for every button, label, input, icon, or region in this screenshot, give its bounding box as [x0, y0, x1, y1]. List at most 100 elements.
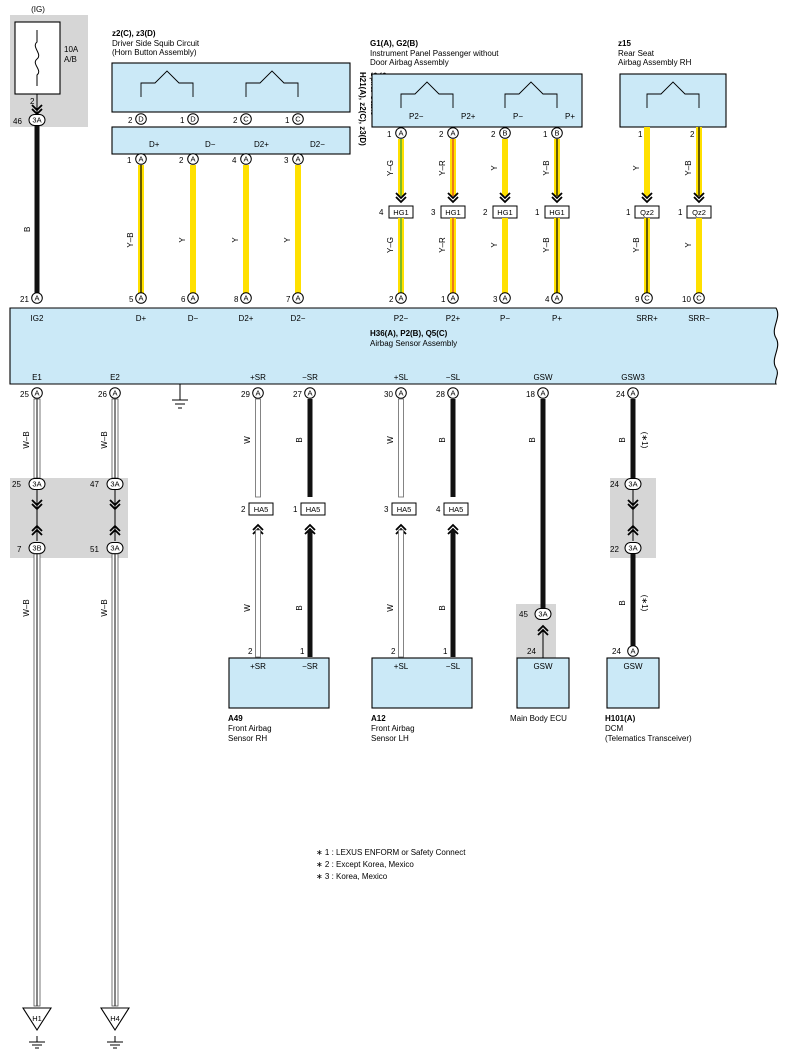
ecu-top-pin-2-letter: A — [190, 294, 195, 303]
h21-pin-circle-0-letter: A — [138, 155, 143, 164]
ecu-top-pin-10-letter: C — [696, 294, 702, 303]
z15-pin-1: 2 — [690, 130, 695, 139]
gsw-joint — [534, 608, 552, 620]
z2-title: z2(C), z3(D) — [112, 29, 156, 38]
ecu-top-pin-num-7: 3 — [493, 295, 498, 304]
ecu-desc: Airbag Sensor Assembly — [370, 339, 457, 348]
ecu-top-pin-5-letter: A — [398, 294, 403, 303]
pass-joint-3-code: HG1 — [549, 208, 564, 217]
wire-a12-bot-color-0: W — [386, 604, 395, 612]
wire-pass-bot-color-1: Y–R — [438, 237, 447, 253]
pass-joint-pin-2: 2 — [483, 208, 488, 217]
dcm-pin-circle-letter: A — [630, 647, 635, 656]
ecu-top-pin-8-letter: A — [554, 294, 559, 303]
ecu-top-label-3: D2+ — [239, 314, 254, 323]
fuse-conn-pin: 46 — [13, 117, 22, 126]
dcm-box — [606, 657, 660, 709]
fuse-connector-code: 3A — [32, 116, 41, 125]
z15-desc2: Airbag Assembly RH — [618, 58, 692, 67]
e1-joint-top — [28, 478, 46, 490]
z2-pin-circle-2 — [240, 113, 252, 125]
fuse-connector — [28, 114, 46, 126]
rear-joint-pin-1: 1 — [678, 208, 683, 217]
wire-pass-top-color-2: Y — [490, 165, 499, 171]
a49-joint-0-code: HA5 — [254, 505, 269, 514]
e2-joint-bot-pin: 51 — [90, 545, 99, 554]
dcm-pin-circle — [627, 645, 639, 657]
ecu-bot-pin-5-letter: A — [450, 389, 455, 398]
ecu-top-pin-num-10: 10 — [682, 295, 691, 304]
pass-joint-pin-3: 1 — [535, 208, 540, 217]
ecu-bot-pin-num-3: 27 — [293, 390, 302, 399]
ecu-top-label-6: P2+ — [446, 314, 461, 323]
e2-joint-bot-code: 3A — [110, 544, 119, 553]
ecu-bot-pin-3-letter: A — [307, 389, 312, 398]
pass-chevron-0 — [395, 192, 407, 204]
ecu-top-pin-6 — [447, 292, 459, 304]
z2-squib-1 — [140, 70, 194, 97]
wire-pass-bot-color-0: Y–G — [386, 237, 395, 253]
ecu-top-label-5: P2− — [394, 314, 409, 323]
gsw-joint-pin: 45 — [519, 610, 528, 619]
ecu-top-pin-7 — [499, 292, 511, 304]
ecu-top-pin-3-letter: A — [243, 294, 248, 303]
footnote-2: ∗ 2 : Except Korea, Mexico — [316, 860, 414, 869]
pass-joint-pin-0: 4 — [379, 208, 384, 217]
g1-pin-3: 1 — [543, 130, 548, 139]
a12-joint-pin-0: 3 — [384, 505, 389, 514]
h21-pin-circle-3 — [292, 153, 304, 165]
a12-joint-0 — [391, 502, 417, 516]
a49-desc2: Sensor RH — [228, 734, 267, 743]
ecu-bot-pin-0 — [31, 387, 43, 399]
ecu-top-label-9: SRR+ — [636, 314, 658, 323]
h21-pin-circle-1 — [187, 153, 199, 165]
rear-chevron-1 — [693, 192, 705, 204]
z2-pin-circle-1 — [187, 113, 199, 125]
wire-rear-top-color-1: Y–B — [684, 160, 693, 175]
ecu-top-label-4: D2− — [291, 314, 306, 323]
z15-title: z15 — [618, 39, 631, 48]
dcm-label: GSW — [623, 662, 643, 671]
z2-pin-3: 1 — [285, 116, 290, 125]
ecu-bot-label-0: E1 — [32, 373, 42, 382]
z2-pin-circle-0-letter: D — [138, 115, 144, 124]
z2-pin-2: 2 — [233, 116, 238, 125]
ecu-bot-label-6: GSW — [533, 373, 553, 382]
fuse-name: A/B — [64, 55, 77, 64]
a49-joint-1-code: HA5 — [306, 505, 321, 514]
ecu-bot-pin-num-6: 18 — [526, 390, 535, 399]
z2-box — [111, 62, 351, 113]
a49-box — [228, 657, 330, 709]
wire-rear-top-color-0: Y — [632, 165, 641, 171]
z2-pin-0: 2 — [128, 116, 133, 125]
a49-joint-1 — [300, 502, 326, 516]
fuse-circuit-label: (IG) — [31, 5, 45, 14]
ecu-box — [9, 307, 779, 385]
wire-pass-top-color-1: Y–R — [438, 160, 447, 176]
e2-joint-top — [106, 478, 124, 490]
wire-pass-bot-color-3: Y–B — [542, 237, 551, 252]
h21-pin-circle-0 — [135, 153, 147, 165]
dcm-joint-top — [624, 478, 642, 490]
rear-chevron-0 — [641, 192, 653, 204]
z15-squib — [646, 81, 700, 108]
footnote-3: ∗ 3 : Korea, Mexico — [316, 872, 388, 881]
ecu-bot-pin-4-letter: A — [398, 389, 403, 398]
wire-a12-top-color-0: W — [386, 436, 395, 444]
wire-a49-bot-color-1: B — [295, 605, 304, 610]
z2-pin-circle-1-letter: D — [190, 115, 196, 124]
a49-id: A49 — [228, 714, 243, 723]
e1-joint-bot-pin: 7 — [17, 545, 22, 554]
wire-pass-top-color-3: Y–B — [542, 160, 551, 175]
h21-title: H21(A), z2(C), z3(D) — [358, 72, 367, 146]
ecu-top-label-8: P+ — [552, 314, 562, 323]
wire-squib-color-0: Y–B — [126, 232, 135, 247]
gsw-label: GSW — [533, 662, 553, 671]
ecu-bot-pin-6-letter: A — [540, 389, 545, 398]
ecu-top-label-2: D− — [188, 314, 199, 323]
wire-dcm-color2: B — [618, 600, 627, 605]
wire-a12-top-color-1: B — [438, 437, 447, 442]
h21-pin-circle-2 — [240, 153, 252, 165]
gsw-desc: Main Body ECU — [510, 714, 567, 723]
dcm-joint-bot-code: 3A — [628, 544, 637, 553]
